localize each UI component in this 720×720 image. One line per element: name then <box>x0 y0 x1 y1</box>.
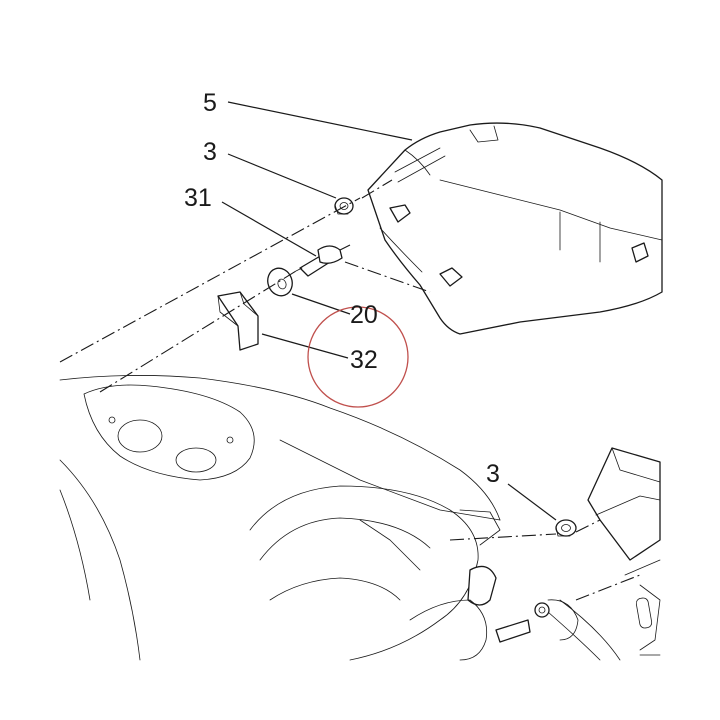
grommet-part-3-top <box>334 197 354 215</box>
callout-20: 20 <box>350 301 378 329</box>
callout-3-top: 3 <box>203 138 217 166</box>
cover-panel-part-5 <box>367 122 663 335</box>
highlight-circle <box>307 306 409 408</box>
engine-housing <box>59 375 501 661</box>
bolt-part-31 <box>295 245 343 277</box>
callout-3-bottom: 3 <box>486 460 500 488</box>
assembly-center-lines <box>59 179 641 601</box>
leader-lines <box>221 101 557 521</box>
callout-5: 5 <box>203 89 217 117</box>
mounting-bracket-assembly <box>409 447 661 661</box>
grommet-part-3-bottom <box>555 519 577 537</box>
clip-bracket-part-32 <box>217 291 259 351</box>
washer-part-20 <box>267 267 293 297</box>
callout-32: 32 <box>350 346 378 374</box>
callout-31: 31 <box>184 184 212 212</box>
